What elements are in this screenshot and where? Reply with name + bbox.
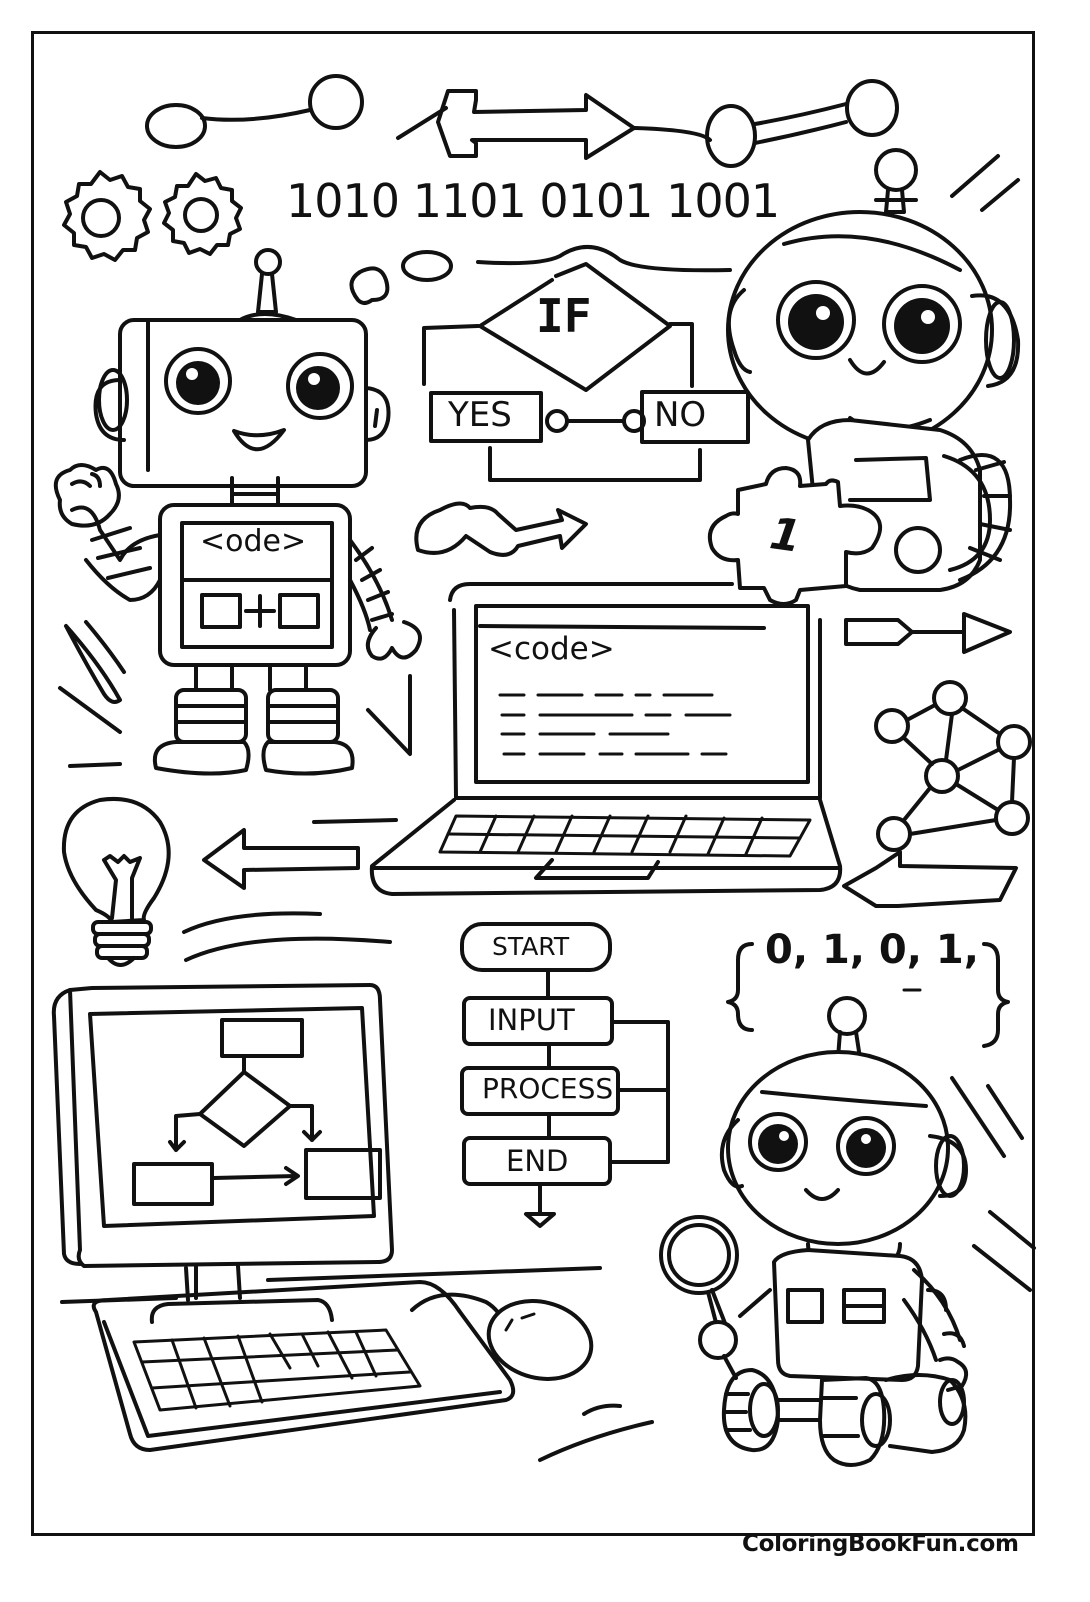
- robot-waving-illustration: [53, 248, 422, 776]
- robot-chest-code-label: <ode>: [200, 524, 307, 559]
- binary-sequence-text: 0, 1, 0, 1,: [765, 927, 979, 973]
- double-arrow-icon: [396, 79, 899, 168]
- if-decision-diagram: [422, 262, 750, 482]
- binary-code-text: 1010 1101 0101 1001: [286, 174, 780, 228]
- laptop-code-label: <code>: [488, 631, 615, 667]
- no-branch-label: NO: [654, 395, 707, 435]
- squiggle-arrow-icon: [414, 501, 588, 557]
- flowchart-step-end: END: [506, 1144, 569, 1178]
- site-brand-footer: ColoringBookFun.com: [742, 1531, 1019, 1557]
- flowchart-diagram: [460, 922, 670, 1228]
- connector-dots-left-icon: [145, 74, 364, 149]
- arrow-left-icon: [842, 850, 1018, 908]
- keyboard-icon: [91, 1280, 516, 1452]
- flowchart-step-start: START: [492, 932, 570, 961]
- gear-icon: [162, 172, 243, 256]
- motion-lines: [538, 1076, 1036, 1462]
- arrow-left-icon: [182, 818, 398, 962]
- mouse-icon: [410, 1292, 594, 1381]
- motion-lines: [950, 154, 1020, 212]
- yes-branch-label: YES: [448, 395, 512, 435]
- flowchart-step-input: INPUT: [488, 1003, 575, 1037]
- robot-puzzle-illustration: [707, 148, 1021, 606]
- motion-lines: [58, 620, 412, 768]
- lightbulb-icon: [61, 797, 171, 967]
- speech-blobs-icon: [349, 244, 732, 305]
- robot-magnifier-illustration: [659, 996, 969, 1467]
- computer-monitor-icon: [51, 983, 602, 1324]
- flowchart-step-process: PROCESS: [482, 1072, 614, 1105]
- if-condition-label: IF: [536, 289, 592, 343]
- laptop-icon: [369, 582, 843, 896]
- arrow-right-icon: [844, 612, 1012, 654]
- sequence-braces: [726, 942, 1010, 1048]
- page-border: [31, 31, 1035, 1536]
- network-graph-icon: [874, 680, 1032, 852]
- puzzle-piece-number: 1: [766, 508, 805, 563]
- gear-icon: [62, 170, 152, 262]
